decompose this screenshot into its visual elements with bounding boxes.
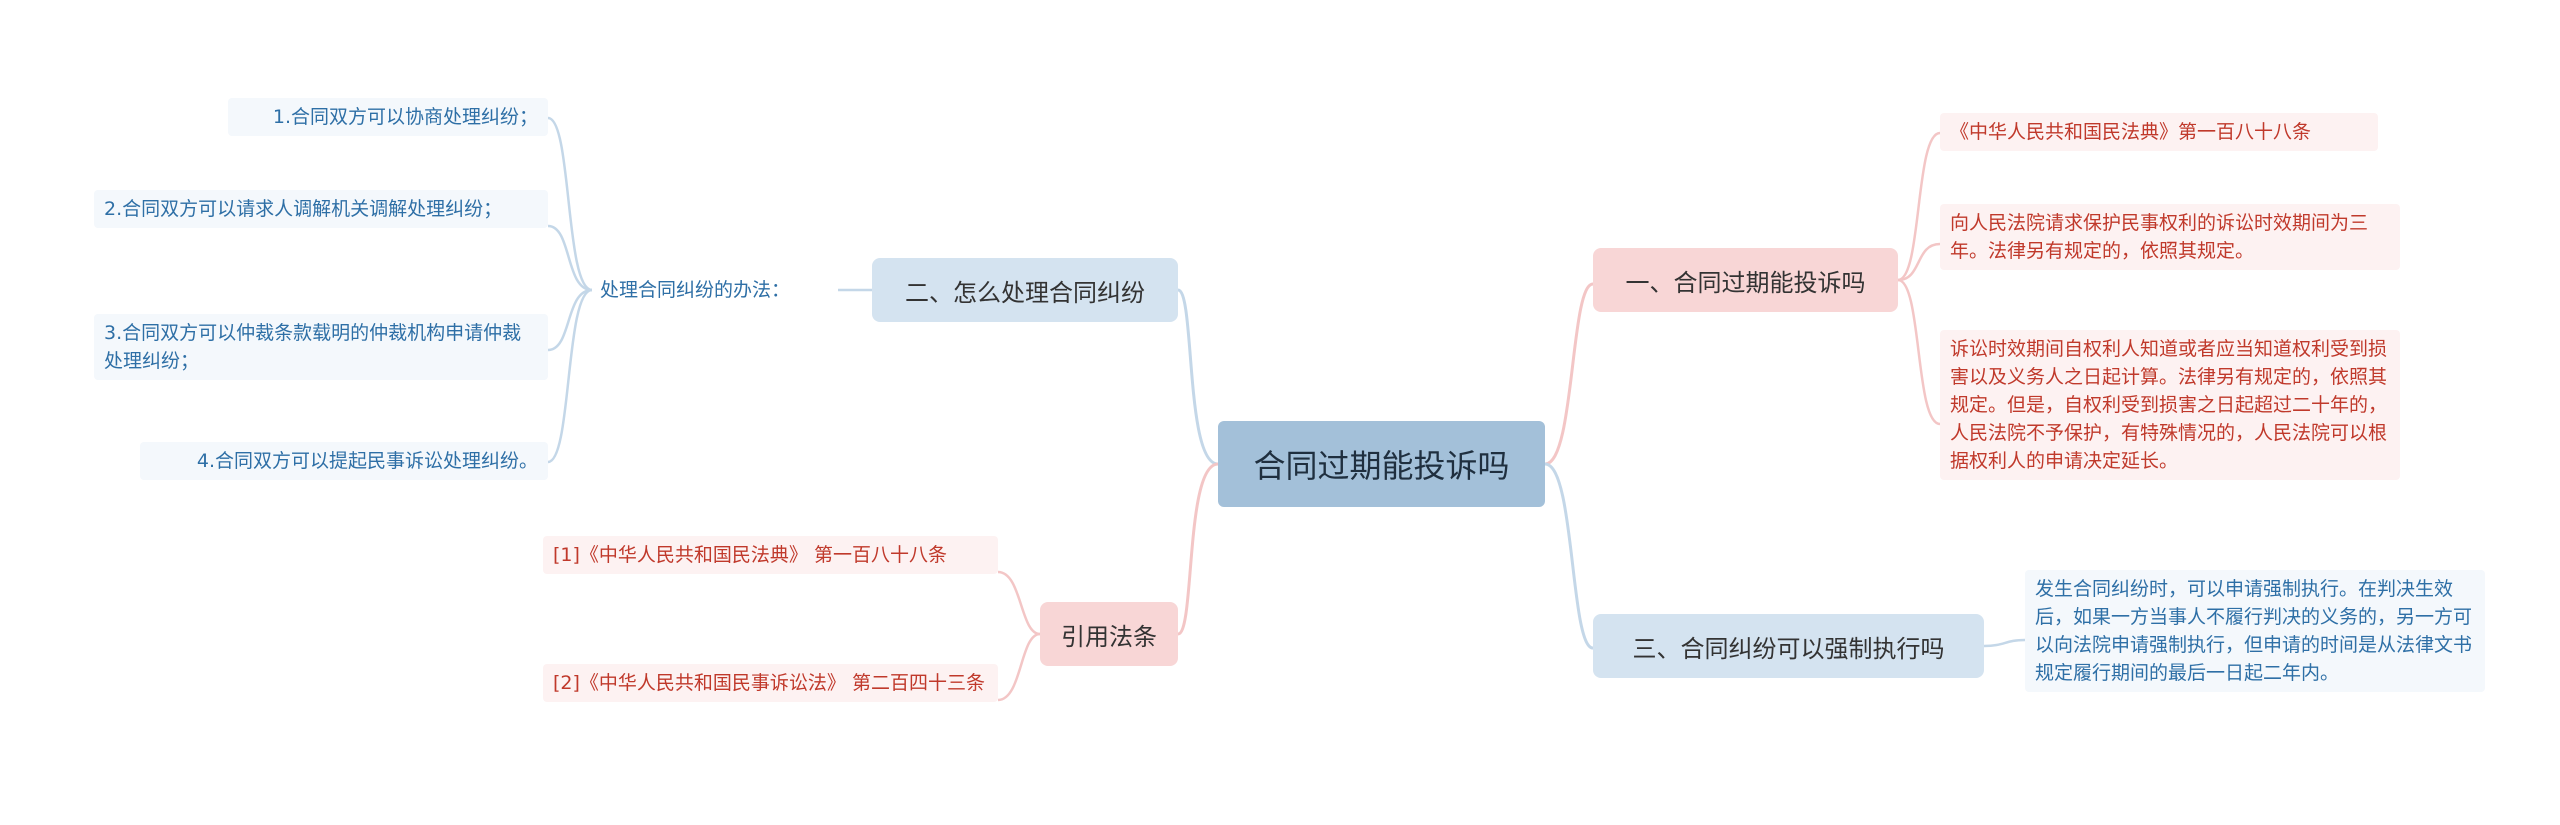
link-root-b1 [1544, 282, 1594, 466]
branch-label: 引用法条 [1061, 622, 1157, 651]
branch-enforcement[interactable]: 三、合同纠纷可以强制执行吗 [1593, 614, 1984, 678]
leaf-limitation-three-years[interactable]: 向人民法院请求保护民事权利的诉讼时效期间为三年。法律另有规定的，依照其规定。 [1940, 204, 2400, 270]
leaf-limitation-start[interactable]: 诉讼时效期间自权利人知道或者应当知道权利受到损害以及义务人之日起计算。法律另有规… [1940, 330, 2400, 480]
leaf-text: 3.合同双方可以仲裁条款载明的仲裁机构申请仲裁处理纠纷； [104, 322, 522, 372]
link-root-b2 [1177, 288, 1219, 466]
leaf-text: 4.合同双方可以提起民事诉讼处理纠纷。 [196, 450, 538, 472]
leaf-method-mediation[interactable]: 2.合同双方可以请求人调解机关调解处理纠纷； [94, 190, 548, 228]
leaf-ref-civil-procedure[interactable]: [2]《中华人民共和国民事诉讼法》 第二百四十三条 [543, 664, 998, 702]
root-topic[interactable]: 合同过期能投诉吗 [1218, 421, 1545, 507]
leaf-text: 1.合同双方可以协商处理纠纷； [272, 106, 538, 128]
link-b4-l1 [997, 570, 1041, 636]
leaf-method-arbitration[interactable]: 3.合同双方可以仲裁条款载明的仲裁机构申请仲裁处理纠纷； [94, 314, 548, 380]
link-root-b3 [1544, 462, 1594, 650]
branch-cited-laws[interactable]: 引用法条 [1040, 602, 1178, 666]
link-b3-l1 [1983, 638, 2026, 648]
link-mid-l1 [547, 116, 593, 292]
branch-label: 一、合同过期能投诉吗 [1625, 268, 1866, 297]
branch-label: 二、怎么处理合同纠纷 [905, 278, 1145, 307]
leaf-text: [2]《中华人民共和国民事诉讼法》 第二百四十三条 [553, 672, 985, 694]
link-root-b4 [1177, 462, 1219, 636]
link-mid-l3 [547, 288, 593, 352]
leaf-civil-code-188[interactable]: 《中华人民共和国民法典》第一百八十八条 [1940, 113, 2378, 151]
leaf-method-litigation[interactable]: 4.合同双方可以提起民事诉讼处理纠纷。 [140, 442, 548, 480]
branch-label: 三、合同纠纷可以强制执行吗 [1632, 634, 1945, 663]
leaf-method-negotiate[interactable]: 1.合同双方可以协商处理纠纷； [228, 98, 548, 136]
branch-how-to-handle[interactable]: 二、怎么处理合同纠纷 [872, 258, 1178, 322]
link-mid-l2 [547, 224, 593, 292]
leaf-text: 诉讼时效期间自权利人知道或者应当知道权利受到损害以及义务人之日起计算。法律另有规… [1950, 338, 2388, 472]
link-b4-l2 [997, 632, 1041, 702]
leaf-enforcement-detail[interactable]: 发生合同纠纷时，可以申请强制执行。在判决生效后，如果一方当事人不履行判决的义务的… [2025, 570, 2485, 692]
leaf-text: 《中华人民共和国民法典》第一百八十八条 [1950, 121, 2312, 143]
root-topic-label: 合同过期能投诉吗 [1253, 447, 1510, 485]
link-mid-l4 [547, 288, 593, 464]
link-b1-l3 [1897, 278, 1941, 426]
leaf-text: 向人民法院请求保护民事权利的诉讼时效期间为三年。法律另有规定的，依照其规定。 [1950, 212, 2369, 262]
leaf-text: 发生合同纠纷时，可以申请强制执行。在判决生效后，如果一方当事人不履行判决的义务的… [2035, 578, 2473, 684]
link-b1-l2 [1897, 242, 1941, 282]
leaf-text: [1]《中华人民共和国民法典》 第一百八十八条 [553, 544, 947, 566]
leaf-ref-civil-code[interactable]: [1]《中华人民共和国民法典》 第一百八十八条 [543, 536, 998, 574]
branch-contract-expired-complaint[interactable]: 一、合同过期能投诉吗 [1593, 248, 1898, 312]
link-b1-l1 [1897, 131, 1941, 282]
leaf-text: 2.合同双方可以请求人调解机关调解处理纠纷； [104, 198, 503, 220]
mid-label: 处理合同纠纷的办法： [600, 279, 791, 301]
mid-handling-methods[interactable]: 处理合同纠纷的办法： [592, 271, 838, 309]
